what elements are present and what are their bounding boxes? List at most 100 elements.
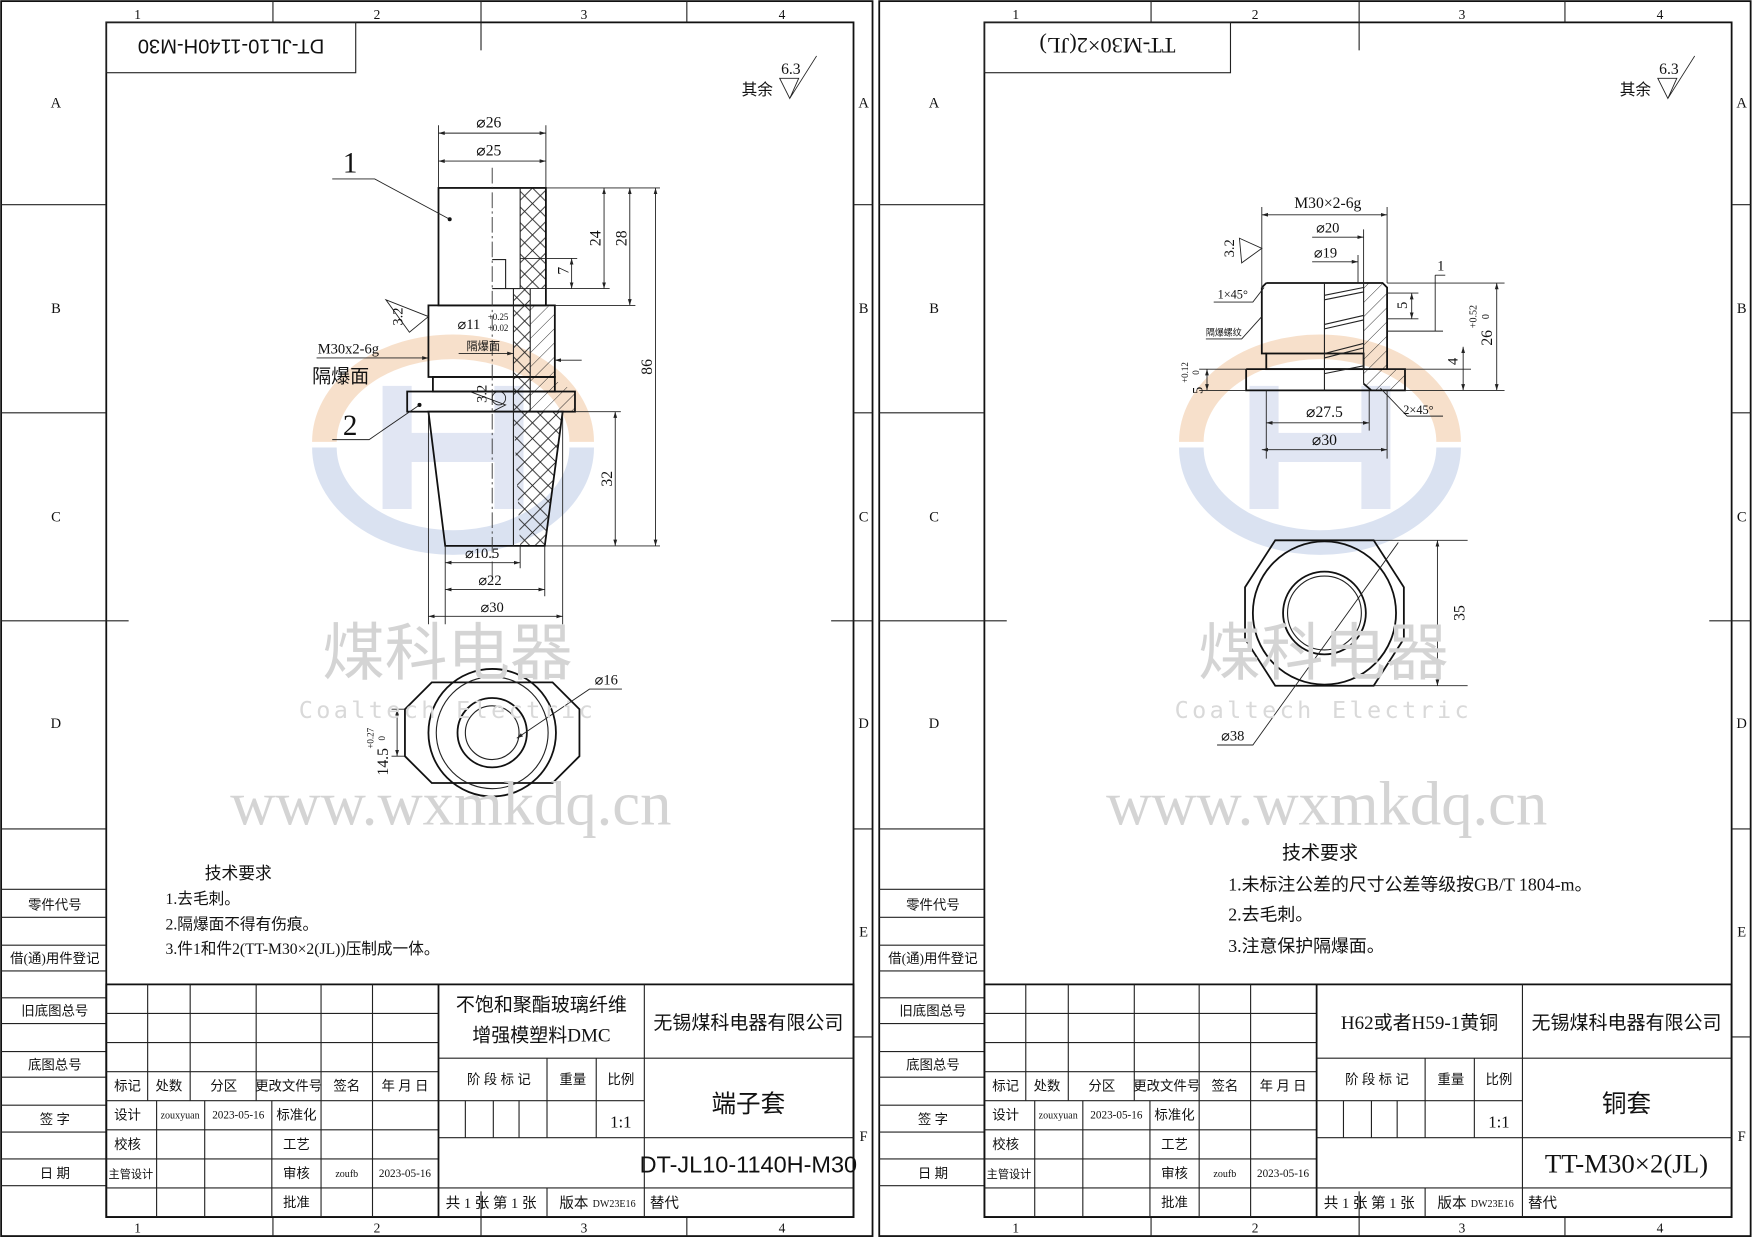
watermark-cn-right: 煤科电器 <box>1198 619 1449 689</box>
dim-length-86: 86 <box>639 359 656 375</box>
dim-diameter-38: ⌀38 <box>1221 729 1244 745</box>
side-label-4: 签 字 <box>40 1111 70 1127</box>
tb-role-design: 设计 <box>992 1108 1019 1123</box>
tb-version: DW23E16 <box>593 1199 636 1210</box>
side-label-0: 零件代号 <box>906 897 960 912</box>
dim-hex-14-5: 14.5 <box>375 748 392 776</box>
tb-header-0: 标记 <box>992 1079 1019 1094</box>
tb-weight-label: 重量 <box>1437 1072 1464 1087</box>
stamp-code: TT-M30×2(JL) <box>1039 33 1175 58</box>
tb-material-line-1: 增强模塑料DMC <box>472 1024 610 1046</box>
tb-part-name: 铜套 <box>1602 1090 1651 1118</box>
tb-role-process: 工艺 <box>283 1137 310 1152</box>
dim-diameter-19: ⌀19 <box>1314 245 1337 261</box>
tb-drawing-no: TT-M30×2(JL) <box>1545 1148 1708 1178</box>
zone-col-bottom-4: 4 <box>1657 1221 1664 1236</box>
tech-requirement-1-right: 1.未标注公差的尺寸公差等级按GB/T 1804-m。 <box>1228 874 1592 894</box>
tb-sheets: 共 1 张 第 1 张 <box>446 1194 537 1212</box>
tb-designer: zouxyuan <box>161 1111 200 1122</box>
dim-length-32: 32 <box>599 471 616 487</box>
zone-row-right-1: B <box>859 301 869 317</box>
tech-requirement-3: 3.件1和件2(TT-M30×2(JL))压制成一体。 <box>166 940 440 958</box>
zone-row-right-0: A <box>858 95 869 111</box>
tb-replace-label: 替代 <box>650 1195 680 1212</box>
zone-row-0: A <box>51 95 62 111</box>
tech-requirement-1: 1.去毛刺。 <box>166 890 240 908</box>
tb-role-design: 设计 <box>114 1108 141 1123</box>
tb-review-date: 2023-05-16 <box>1257 1168 1310 1180</box>
tb-header-2: 分区 <box>210 1079 237 1094</box>
tb-sheets: 共 1 张 第 1 张 <box>1324 1194 1415 1212</box>
tech-requirement-2-right: 2.去毛刺。 <box>1228 905 1313 925</box>
dim-diameter-16: ⌀16 <box>595 673 618 689</box>
roughness-3-2-a: 3.2 <box>391 307 407 325</box>
zone-col-bottom-2: 2 <box>374 1221 381 1236</box>
side-label-5: 日 期 <box>918 1166 948 1181</box>
side-label-3: 底图总号 <box>906 1057 960 1072</box>
side-label-1: 借(通)用件登记 <box>10 951 99 966</box>
dim-length-5: 5 <box>1395 302 1411 309</box>
watermark-url-right: www.wxmkdq.cn <box>1106 768 1547 838</box>
dim-diameter-11-upper-tol: +0.25 <box>488 312 509 322</box>
tb-company: 无锡煤科电器有限公司 <box>653 1012 843 1034</box>
watermark-url: www.wxmkdq.cn <box>230 768 671 838</box>
tech-requirement-3-right: 3.注意保护隔爆面。 <box>1228 936 1384 956</box>
dim-hex-14-5-lower-tol: 0 <box>377 736 387 741</box>
roughness-label: 其余 <box>1620 80 1652 99</box>
zone-row-right-0: A <box>1736 95 1747 111</box>
tb-header-1: 处数 <box>155 1079 182 1094</box>
tb-role-check: 校核 <box>992 1136 1019 1152</box>
tb-material-line-0: 不饱和聚酯玻璃纤维 <box>456 994 627 1016</box>
dim-flange-5-upper-tol: +0.12 <box>1180 362 1190 383</box>
dim-length-28: 28 <box>613 230 630 246</box>
chamfer-2x45: 2×45° <box>1403 403 1433 417</box>
tb-role-standard: 标准化 <box>276 1108 316 1123</box>
tb-material: H62或者H59-1黄铜 <box>1341 1012 1498 1034</box>
zone-row-right-4: E <box>859 924 868 940</box>
tb-header-3: 更改文件号 <box>1133 1079 1200 1094</box>
dim-length-24: 24 <box>588 230 605 246</box>
tb-scale-label: 比例 <box>607 1072 634 1087</box>
roughness-3-2-b: 3.2 <box>475 385 491 403</box>
tb-header-5: 年 月 日 <box>1260 1079 1307 1094</box>
tb-weight-label: 重量 <box>559 1072 586 1087</box>
tb-version: DW23E16 <box>1471 1199 1514 1210</box>
zone-col-4: 4 <box>1657 7 1664 22</box>
tech-requirements-title: 技术要求 <box>205 864 272 883</box>
zone-row-right-3: D <box>858 716 868 732</box>
part-number-2: 2 <box>343 410 358 442</box>
dim-across-flats-35: 35 <box>1451 605 1468 621</box>
dim-diameter-11: ⌀11 <box>458 317 481 333</box>
zone-col-3: 3 <box>1459 7 1466 22</box>
zone-row-right-4: E <box>1737 924 1746 940</box>
explosion-proof-thread-label: 隔爆螺纹 <box>1206 327 1242 338</box>
dim-diameter-25: ⌀25 <box>476 142 501 159</box>
tb-scale: 1:1 <box>610 1113 631 1132</box>
tb-stage-label: 阶 段 标 记 <box>1345 1072 1409 1087</box>
zone-col-2: 2 <box>374 7 381 22</box>
tb-part-name: 端子套 <box>711 1090 785 1118</box>
dim-length-4: 4 <box>1446 357 1462 365</box>
tb-header-4: 签名 <box>333 1078 360 1094</box>
zone-row-3: D <box>51 716 62 732</box>
copper-sleeve-end-view <box>1217 539 1468 746</box>
tb-scale-label: 比例 <box>1486 1072 1513 1087</box>
zone-row-right-5: F <box>1738 1129 1746 1145</box>
tb-version-label: 版本 <box>1437 1195 1467 1212</box>
dim-diameter-30: ⌀30 <box>481 600 504 616</box>
part-number-1: 1 <box>343 147 358 179</box>
roughness-value: 6.3 <box>781 61 801 78</box>
zone-col-4: 4 <box>779 7 786 22</box>
roughness-label: 其余 <box>742 80 774 99</box>
tb-header-3: 更改文件号 <box>255 1079 322 1094</box>
zone-row-right-1: B <box>1737 301 1747 317</box>
tb-replace-label: 替代 <box>1528 1195 1558 1212</box>
stamp-code: DT-JL10-1140H-M30 <box>138 35 324 57</box>
tb-header-2: 分区 <box>1088 1079 1115 1094</box>
dim-hex-14-5-upper-tol: +0.27 <box>366 727 376 748</box>
tb-version-label: 版本 <box>559 1195 589 1212</box>
tb-role-review: 审核 <box>283 1166 310 1181</box>
